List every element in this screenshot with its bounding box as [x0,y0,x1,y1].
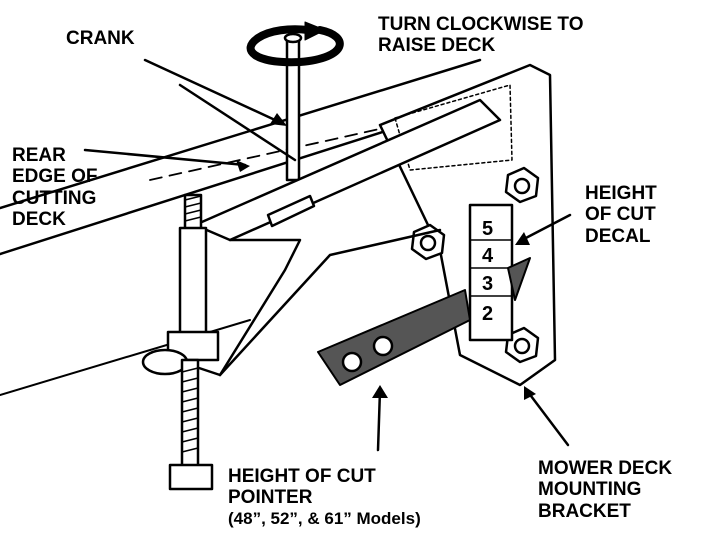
label-rear-line3: CUTTING [12,187,97,209]
height-of-cut-pointer [317,257,531,386]
label-rear-line4: DECK [12,208,66,230]
label-height-of-cut-decal: HEIGHT OF CUT DECAL [585,183,657,247]
label-pointer-line1: HEIGHT OF CUT [228,466,376,487]
label-decal-line1: HEIGHT [585,183,657,204]
crank [283,32,303,182]
label-crank: CRANK [66,28,135,49]
clockwise-arrow-icon [246,25,344,67]
label-decal-line3: DECAL [585,225,651,247]
label-decal-line2: OF CUT [585,204,656,226]
label-pointer-line2: POINTER [228,487,313,509]
label-turn-clockwise: TURN CLOCKWISE TO RAISE DECK [378,14,583,57]
lift-arm [158,98,502,377]
label-crank-text: CRANK [66,28,135,49]
decal-number: 5 [482,218,493,240]
arrowheads [236,113,536,400]
label-rear-edge: REAR EDGE OF CUTTING DECK [12,145,98,230]
label-turn-line2: RAISE DECK [378,35,496,57]
decal-number: 3 [482,273,493,295]
label-bracket-line2: MOUNTING [538,479,642,501]
decal-numbers: 5 4 3 2 [482,218,494,325]
hex-bolt-icon [504,166,540,204]
label-pointer-line3: (48”, 52”, & 61” Models) [228,508,421,528]
decal-number: 2 [482,303,493,325]
label-height-of-cut-pointer: HEIGHT OF CUT POINTER (48”, 52”, & 61” M… [228,466,421,528]
height-of-cut-decal [468,203,514,342]
label-rear-line2: EDGE OF [12,166,98,188]
label-bracket-line3: BRACKET [538,500,631,522]
label-rear-line1: REAR [12,145,66,166]
leader-lines [83,58,572,452]
decal-number: 4 [482,245,494,267]
hex-bolt-icon [504,326,540,364]
label-bracket-line1: MOWER DECK [538,458,673,479]
adjustment-post [141,193,220,491]
label-turn-line1: TURN CLOCKWISE TO [378,14,584,35]
label-mounting-bracket: MOWER DECK MOUNTING BRACKET [538,458,672,522]
cutting-deck-edge [0,58,482,396]
